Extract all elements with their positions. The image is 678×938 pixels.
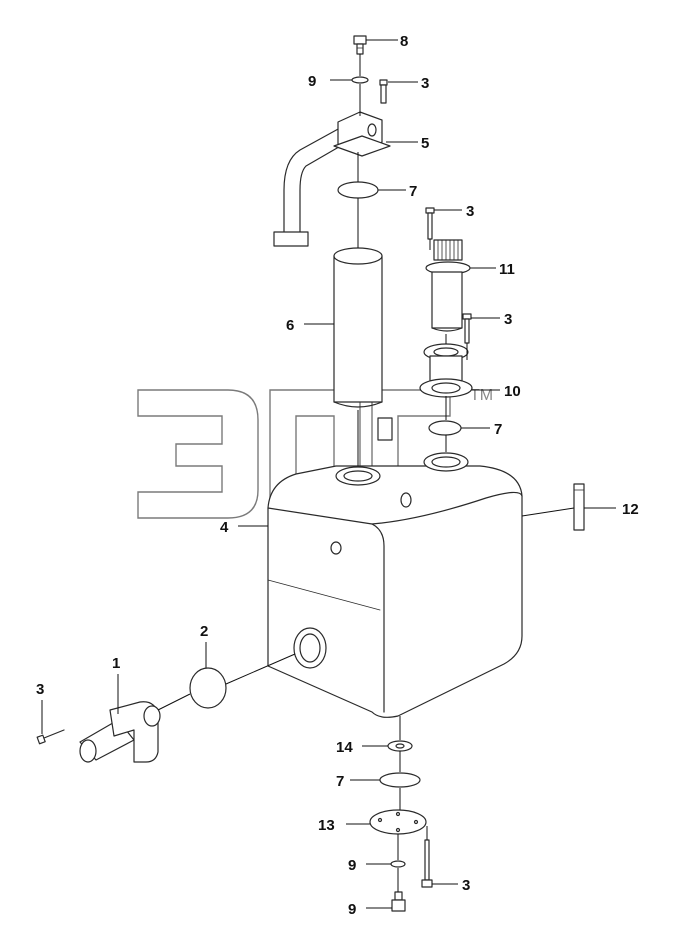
bolt-3-adapter bbox=[462, 313, 472, 344]
callout-1: 1 bbox=[112, 655, 120, 672]
washer-9-bottom bbox=[390, 860, 406, 868]
callout-13: 13 bbox=[318, 817, 335, 834]
oring-7-bottom bbox=[379, 772, 421, 788]
cover-plate-13 bbox=[369, 809, 427, 835]
callout-4: 4 bbox=[220, 519, 229, 536]
callout-12: 12 bbox=[622, 501, 639, 518]
callout-3-breather: 3 bbox=[466, 203, 474, 220]
callout-2: 2 bbox=[200, 623, 208, 640]
callout-7-middle: 7 bbox=[494, 421, 502, 438]
callout-labels: 8 9 3 5 7 3 11 6 3 10 7 4 12 2 1 3 14 7 … bbox=[36, 33, 639, 918]
oring-7-middle bbox=[428, 420, 462, 436]
callout-9-drain: 9 bbox=[348, 901, 356, 918]
elbow-pipe-5 bbox=[273, 111, 391, 247]
oring-7-top bbox=[337, 181, 379, 199]
washer-9-top bbox=[351, 76, 369, 84]
callout-10: 10 bbox=[504, 383, 521, 400]
hydraulic-tank-4 bbox=[267, 417, 523, 718]
bolt-3-breather bbox=[425, 207, 435, 240]
callout-3-adapter: 3 bbox=[504, 311, 512, 328]
callout-3-cover: 3 bbox=[462, 877, 470, 894]
callout-7-top: 7 bbox=[409, 183, 417, 200]
suction-fitting-1 bbox=[79, 701, 161, 763]
adapter-flange-10 bbox=[419, 343, 473, 398]
filter-element-6 bbox=[333, 247, 383, 408]
callout-5: 5 bbox=[421, 135, 429, 152]
callout-14: 14 bbox=[336, 739, 353, 756]
bolt-3-fitting bbox=[36, 729, 65, 745]
callout-7-bottom: 7 bbox=[336, 773, 344, 790]
gasket-2 bbox=[189, 667, 227, 709]
breather-11 bbox=[425, 239, 471, 332]
washer-14 bbox=[387, 740, 413, 752]
callout-11: 11 bbox=[499, 261, 515, 278]
leader-lines bbox=[41, 39, 616, 909]
callout-3-header: 3 bbox=[421, 75, 429, 92]
watermark-trademark: TM bbox=[470, 387, 493, 404]
callout-6: 6 bbox=[286, 317, 294, 334]
callout-9-bottom: 9 bbox=[348, 857, 356, 874]
bolt-3-cover bbox=[421, 839, 433, 888]
plug-bolt-8 bbox=[353, 35, 367, 55]
drain-plug-9 bbox=[391, 891, 406, 912]
bolt-3-header bbox=[379, 79, 388, 104]
level-gauge-12 bbox=[573, 483, 585, 531]
callout-8: 8 bbox=[400, 33, 408, 50]
callout-9-top: 9 bbox=[308, 73, 316, 90]
callout-3-fitting: 3 bbox=[36, 681, 44, 698]
